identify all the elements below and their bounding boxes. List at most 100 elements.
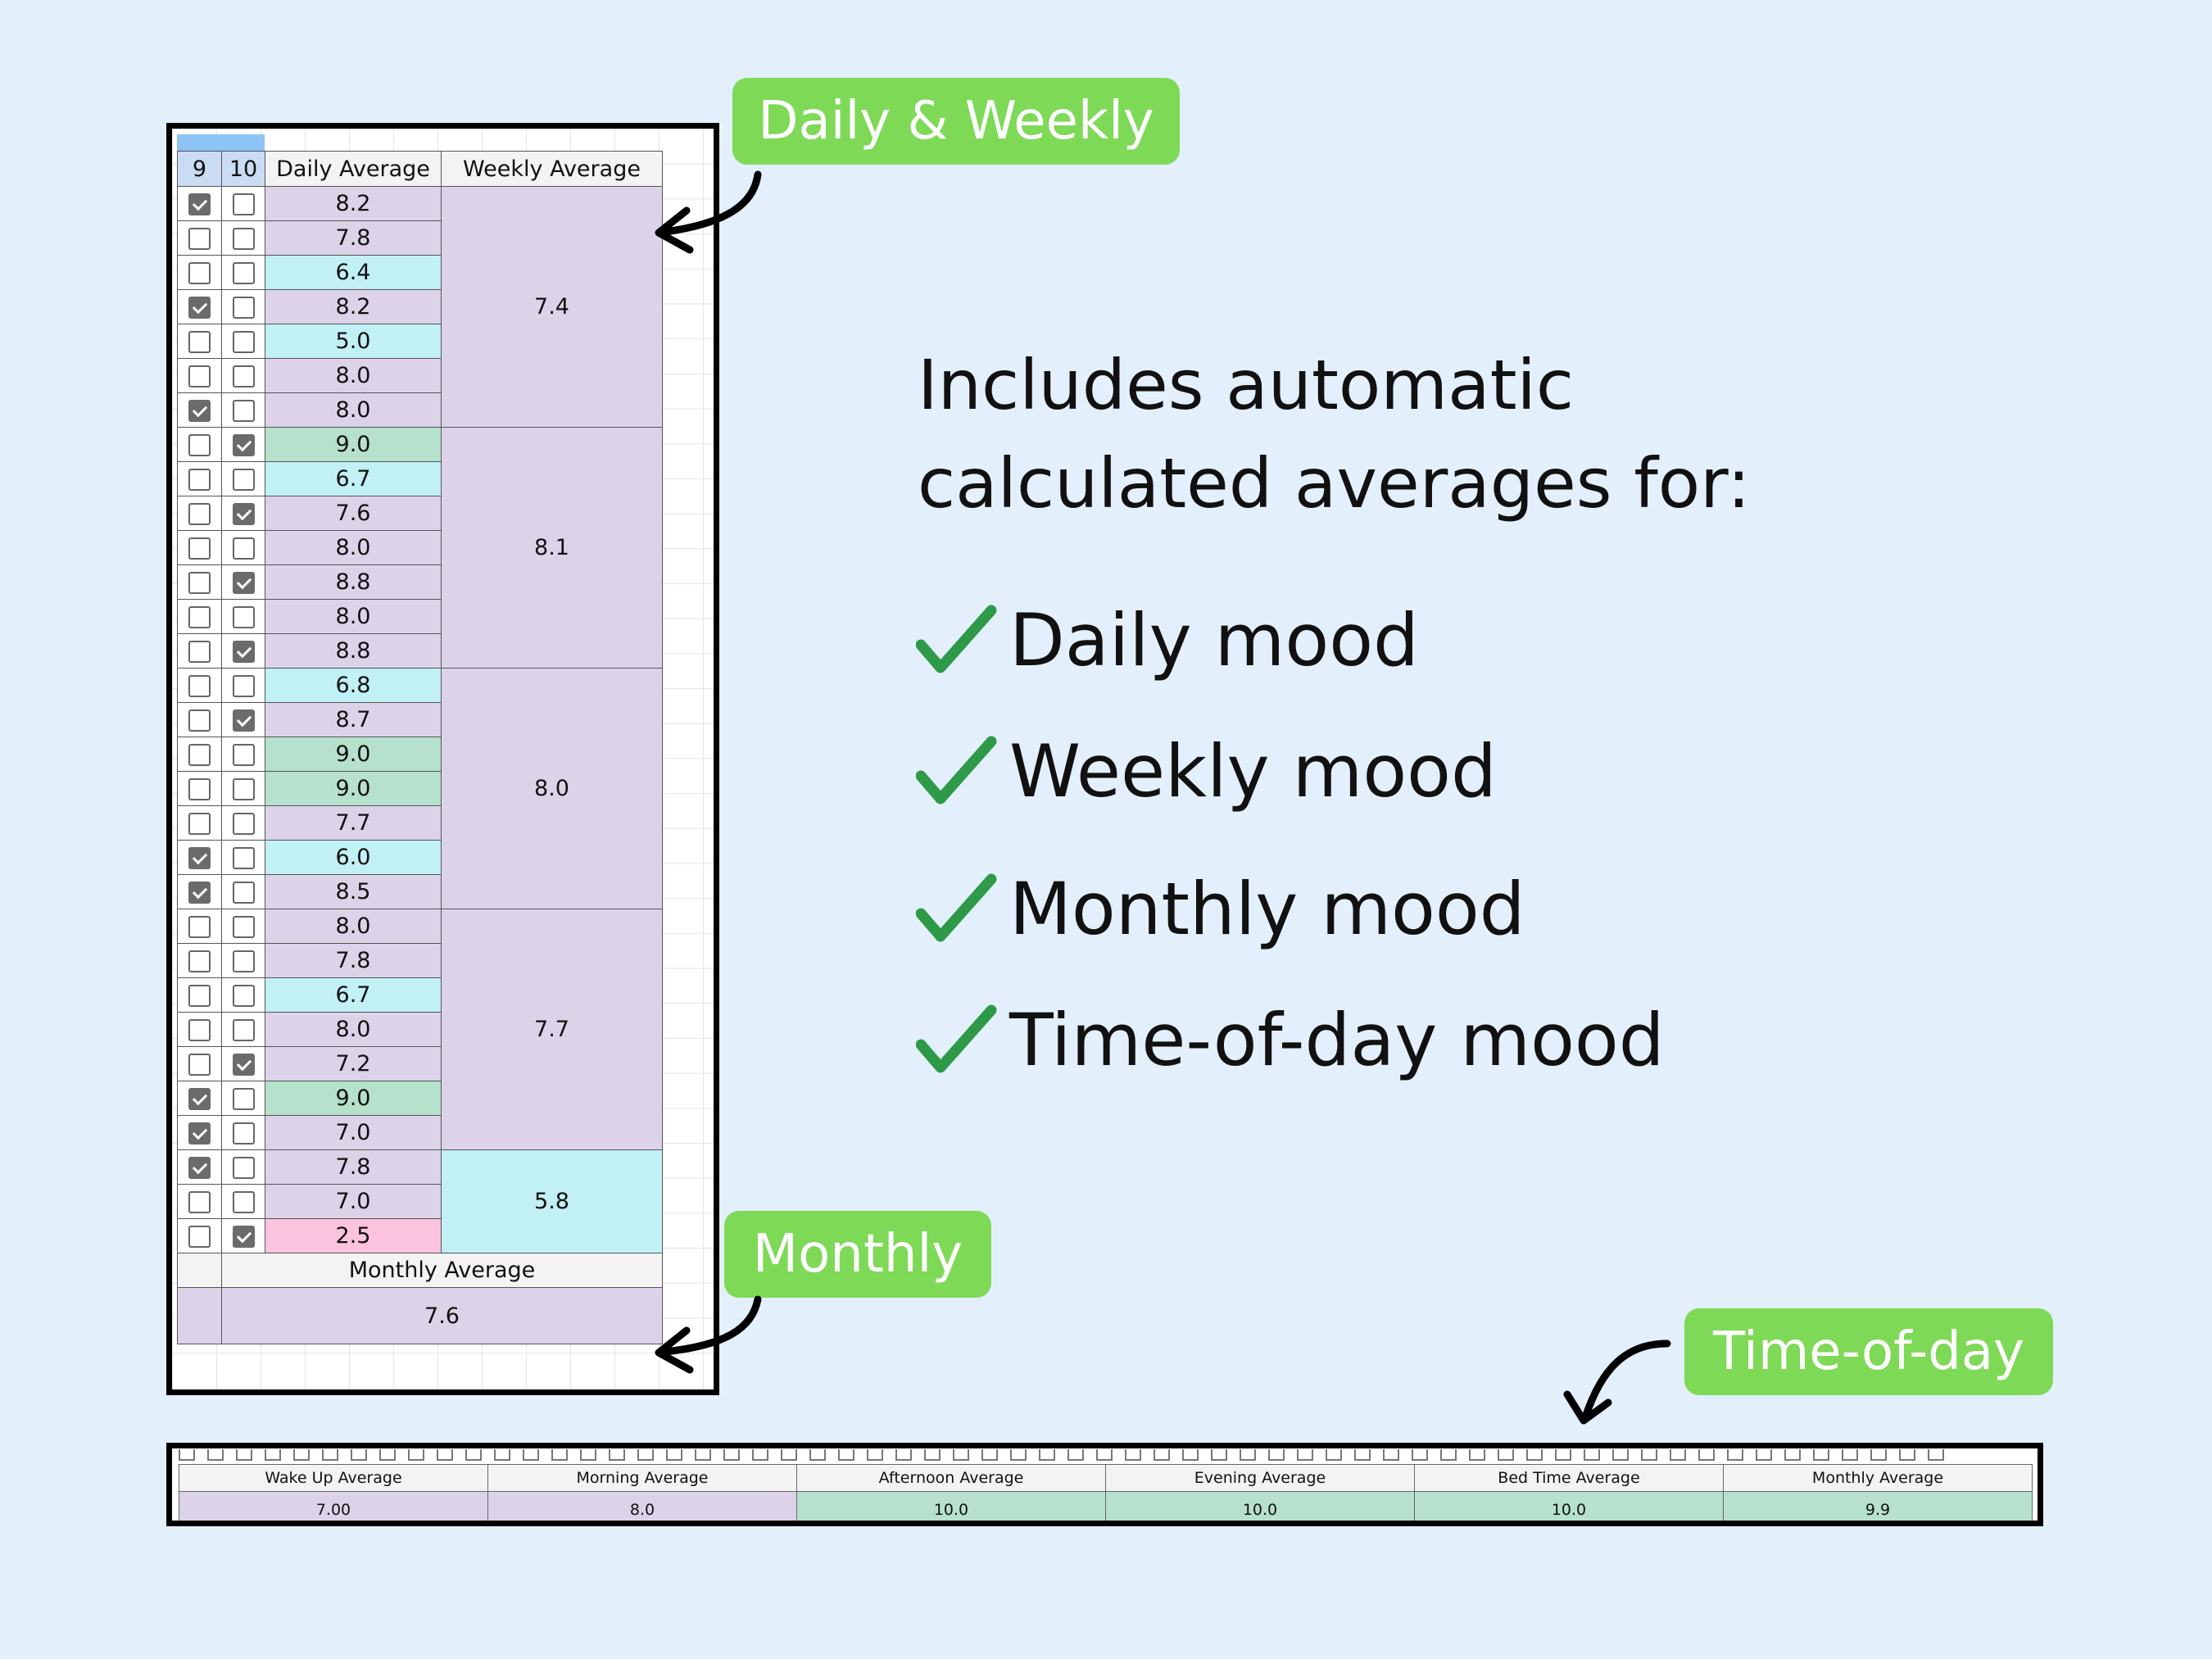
unchecked-checkbox[interactable] [232, 331, 255, 353]
checkbox-cell-10 [221, 564, 265, 600]
unchecked-checkbox[interactable] [232, 778, 255, 800]
unchecked-checkbox[interactable] [232, 469, 255, 491]
daily-average-value: 5.0 [265, 324, 442, 359]
strip-checkbox [752, 1449, 768, 1461]
checked-checkbox[interactable] [232, 503, 255, 525]
unchecked-checkbox[interactable] [188, 434, 211, 456]
strip-checkbox [867, 1449, 883, 1461]
checked-checkbox[interactable] [188, 1157, 211, 1179]
strip-checkbox [1727, 1449, 1743, 1461]
unchecked-checkbox[interactable] [188, 331, 211, 353]
unchecked-checkbox[interactable] [188, 813, 211, 835]
unchecked-checkbox[interactable] [232, 262, 255, 284]
unchecked-checkbox[interactable] [188, 1191, 211, 1213]
checkbox-cell-10 [221, 874, 265, 909]
unchecked-checkbox[interactable] [232, 1122, 255, 1145]
checkbox-cell-9 [177, 427, 222, 462]
daily-average-value: 2.5 [265, 1218, 442, 1253]
checked-checkbox[interactable] [232, 434, 255, 456]
unchecked-checkbox[interactable] [232, 400, 255, 422]
unchecked-checkbox[interactable] [188, 572, 211, 594]
unchecked-checkbox[interactable] [188, 262, 211, 284]
day-row: 9.0 [177, 771, 663, 806]
unchecked-checkbox[interactable] [188, 744, 211, 766]
unchecked-checkbox[interactable] [188, 606, 211, 628]
day-row: 8.8 [177, 564, 663, 600]
checked-checkbox[interactable] [188, 1088, 211, 1110]
unchecked-checkbox[interactable] [232, 950, 255, 972]
weekly-average-value: 7.4 [441, 186, 663, 428]
unchecked-checkbox[interactable] [188, 503, 211, 525]
checkbox-cell-10 [221, 1149, 265, 1185]
checked-checkbox[interactable] [188, 882, 211, 904]
strip-checkbox [1555, 1449, 1571, 1461]
checked-checkbox[interactable] [188, 400, 211, 422]
unchecked-checkbox[interactable] [232, 606, 255, 628]
unchecked-checkbox[interactable] [188, 469, 211, 491]
unchecked-checkbox[interactable] [232, 847, 255, 869]
unchecked-checkbox[interactable] [232, 537, 255, 560]
unchecked-checkbox[interactable] [232, 813, 255, 835]
unchecked-checkbox[interactable] [188, 1226, 211, 1248]
unchecked-checkbox[interactable] [232, 297, 255, 319]
strip-checkbox [207, 1449, 224, 1461]
unchecked-checkbox[interactable] [188, 537, 211, 560]
day-row: 6.7 [177, 977, 663, 1013]
bed-time-average-header: Bed Time Average [1414, 1464, 1724, 1492]
daily-average-value: 6.0 [265, 840, 442, 875]
unchecked-checkbox[interactable] [188, 365, 211, 388]
unchecked-checkbox[interactable] [188, 950, 211, 972]
unchecked-checkbox[interactable] [188, 641, 211, 663]
checkbox-cell-9 [177, 1046, 222, 1081]
bullet-label: Weekly mood [1009, 729, 1497, 814]
daily-average-value: 8.0 [265, 358, 442, 393]
unchecked-checkbox[interactable] [188, 709, 211, 732]
daily-average-value: 8.0 [265, 599, 442, 634]
checked-checkbox[interactable] [232, 641, 255, 663]
unchecked-checkbox[interactable] [188, 675, 211, 697]
checked-checkbox[interactable] [232, 572, 255, 594]
day-row: 8.2 [177, 289, 663, 324]
unchecked-checkbox[interactable] [188, 778, 211, 800]
unchecked-checkbox[interactable] [232, 1157, 255, 1179]
unchecked-checkbox[interactable] [232, 1088, 255, 1110]
unchecked-checkbox[interactable] [232, 916, 255, 938]
checked-checkbox[interactable] [232, 1226, 255, 1248]
wake-up-average-header: Wake Up Average [179, 1464, 488, 1492]
checked-checkbox[interactable] [232, 709, 255, 732]
unchecked-checkbox[interactable] [232, 1191, 255, 1213]
checkbox-cell-9 [177, 392, 222, 428]
checked-checkbox[interactable] [188, 847, 211, 869]
unchecked-checkbox[interactable] [232, 193, 255, 215]
unchecked-checkbox[interactable] [232, 228, 255, 250]
checkbox-cell-10 [221, 1184, 265, 1219]
strip-checkbox [637, 1449, 654, 1461]
daily-average-value: 8.8 [265, 633, 442, 669]
unchecked-checkbox[interactable] [232, 1019, 255, 1041]
unchecked-checkbox[interactable] [232, 365, 255, 388]
unchecked-checkbox[interactable] [188, 1019, 211, 1041]
unchecked-checkbox[interactable] [232, 985, 255, 1007]
unchecked-checkbox[interactable] [232, 882, 255, 904]
unchecked-checkbox[interactable] [188, 916, 211, 938]
checkbox-cell-10 [221, 1218, 265, 1253]
strip-checkbox [1612, 1449, 1629, 1461]
strip-monthly-average-value: 9.9 [1723, 1491, 2033, 1521]
unchecked-checkbox[interactable] [188, 228, 211, 250]
checkbox-cell-9 [177, 874, 222, 909]
checkbox-cell-9 [177, 771, 222, 806]
feature-heading: Includes automatic calculated averages f… [918, 336, 2065, 533]
checked-checkbox[interactable] [188, 1122, 211, 1145]
checked-checkbox[interactable] [188, 297, 211, 319]
unchecked-checkbox[interactable] [188, 985, 211, 1007]
unchecked-checkbox[interactable] [232, 744, 255, 766]
unchecked-checkbox[interactable] [188, 1054, 211, 1076]
checked-checkbox[interactable] [188, 193, 211, 215]
unchecked-checkbox[interactable] [232, 675, 255, 697]
strip-checkbox [1268, 1449, 1285, 1461]
strip-checkbox [1010, 1449, 1027, 1461]
checked-checkbox[interactable] [232, 1054, 255, 1076]
day-row: 8.0 [177, 530, 663, 565]
